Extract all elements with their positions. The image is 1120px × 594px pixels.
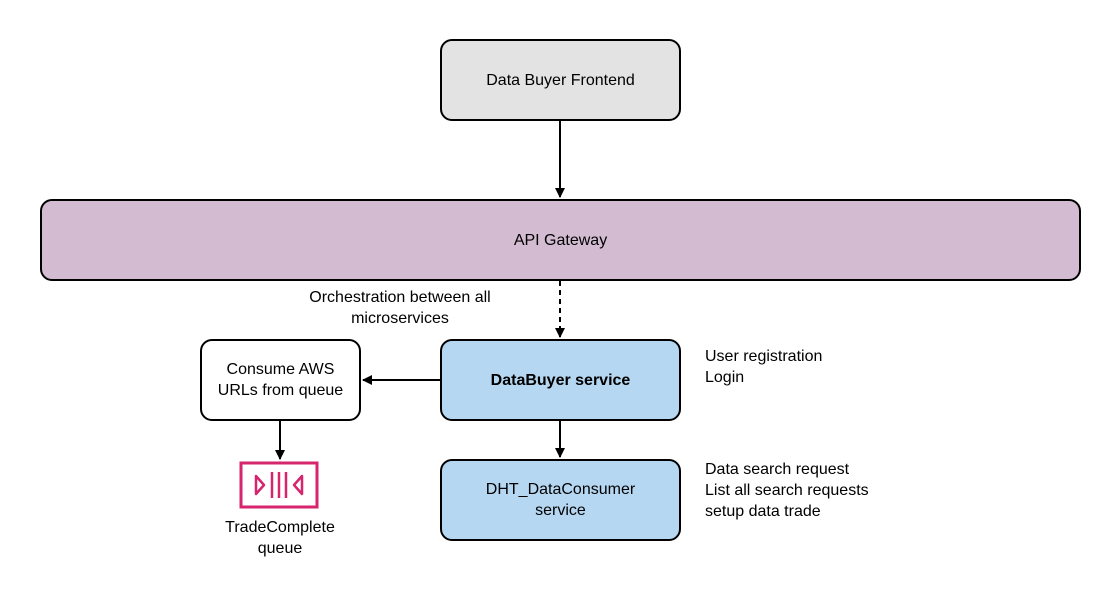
orchestration-note: Orchestration between all microservices [270,287,530,329]
consume-aws-urls-node: Consume AWS URLs from queue [200,339,361,421]
dht-responsibilities: Data search request List all search requ… [705,459,869,522]
api-gateway-label: API Gateway [513,231,608,249]
dht-dataconsumer-service-node: DHT_DataConsumer service [440,459,681,541]
dht-note-line-1: Data search request [705,461,850,478]
databuyer-note-line-2: Login [705,369,745,386]
orchestration-note-line-1: Orchestration between all [309,289,491,306]
databuyer-responsibilities: User registration Login [705,346,822,388]
api-gateway-node: API Gateway [40,199,1081,281]
queue-label-line-2: queue [257,540,303,557]
tradecomplete-queue-label: TradeComplete queue [200,517,360,559]
databuyer-note-line-1: User registration [705,348,823,365]
dht-dataconsumer-label-line-2: service [535,502,586,519]
data-buyer-frontend-node: Data Buyer Frontend [440,39,681,121]
consume-label-line-1: Consume AWS [226,361,335,378]
databuyer-service-label: DataBuyer service [490,371,631,389]
queue-icon [239,461,319,509]
dht-note-line-3: setup data trade [705,503,821,520]
databuyer-service-node: DataBuyer service [440,339,681,421]
queue-label-line-1: TradeComplete [225,519,335,536]
data-buyer-frontend-label: Data Buyer Frontend [486,71,635,89]
orchestration-note-line-2: microservices [351,310,449,327]
consume-label-line-2: URLs from queue [217,382,344,399]
dht-dataconsumer-label-line-1: DHT_DataConsumer [485,481,636,498]
dht-note-line-2: List all search requests [705,482,869,499]
